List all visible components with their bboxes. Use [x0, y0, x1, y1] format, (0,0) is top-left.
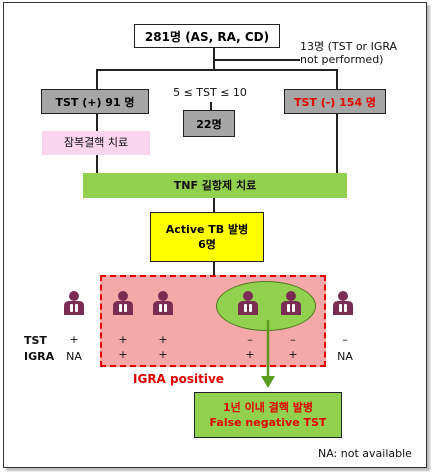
case-4-tst: – [247, 333, 253, 346]
igra-positive-label: IGRA positive [133, 372, 224, 386]
row-label-tst: TST [24, 334, 47, 347]
tst-positive-box: TST (+) 91 명 [41, 89, 149, 114]
patient-icon [281, 291, 301, 315]
patient-icon [238, 291, 258, 315]
footnote: NA: not available [318, 447, 412, 460]
case-3-igra: + [158, 348, 168, 361]
connector-mid-branch [210, 102, 212, 110]
patient-icon [64, 291, 84, 315]
connector-right-down [336, 113, 338, 173]
case-5-igra: + [288, 348, 298, 361]
active-tb-box: Active TB 발병 6명 [150, 212, 264, 262]
case-2-tst: + [118, 333, 128, 346]
case-4-igra: + [245, 348, 255, 361]
false-negative-result-box: 1년 이내 결핵 발병 False negative TST [194, 392, 342, 438]
case-1-tst: + [69, 333, 79, 346]
connector-tnf-to-tb [213, 198, 215, 212]
arrow-to-result [261, 320, 275, 388]
connector-split-bar [97, 69, 337, 71]
case-2-igra: + [118, 348, 128, 361]
tst-negative-box: TST (-) 154 명 [284, 89, 386, 114]
tst-range-label: 5 ≤ TST ≤ 10 [173, 86, 247, 99]
case-5-tst: – [290, 333, 296, 346]
case-6-tst: – [342, 333, 348, 346]
row-label-igra: IGRA [24, 350, 55, 363]
connector-exclusion-branch [214, 59, 300, 61]
case-3-tst: + [158, 333, 168, 346]
patient-icon [153, 291, 173, 315]
tnf-antagonist-bar: TNF 길항제 치료 [83, 173, 347, 198]
latent-tb-treatment-label: 잠복결핵 치료 [42, 131, 150, 155]
patient-icon [113, 291, 133, 315]
connector-left-branch [96, 69, 98, 89]
connector-tb-to-cases [213, 262, 215, 275]
case-6-igra: NA [337, 350, 353, 363]
tst-mid-count-box: 22명 [183, 110, 235, 137]
connector-right-branch [336, 69, 338, 89]
exclusion-note: 13명 (TST or IGRA not performed) [300, 40, 398, 66]
case-1-igra: NA [66, 350, 82, 363]
patient-icon [333, 291, 353, 315]
top-population-box: 281명 (AS, RA, CD) [134, 24, 280, 48]
